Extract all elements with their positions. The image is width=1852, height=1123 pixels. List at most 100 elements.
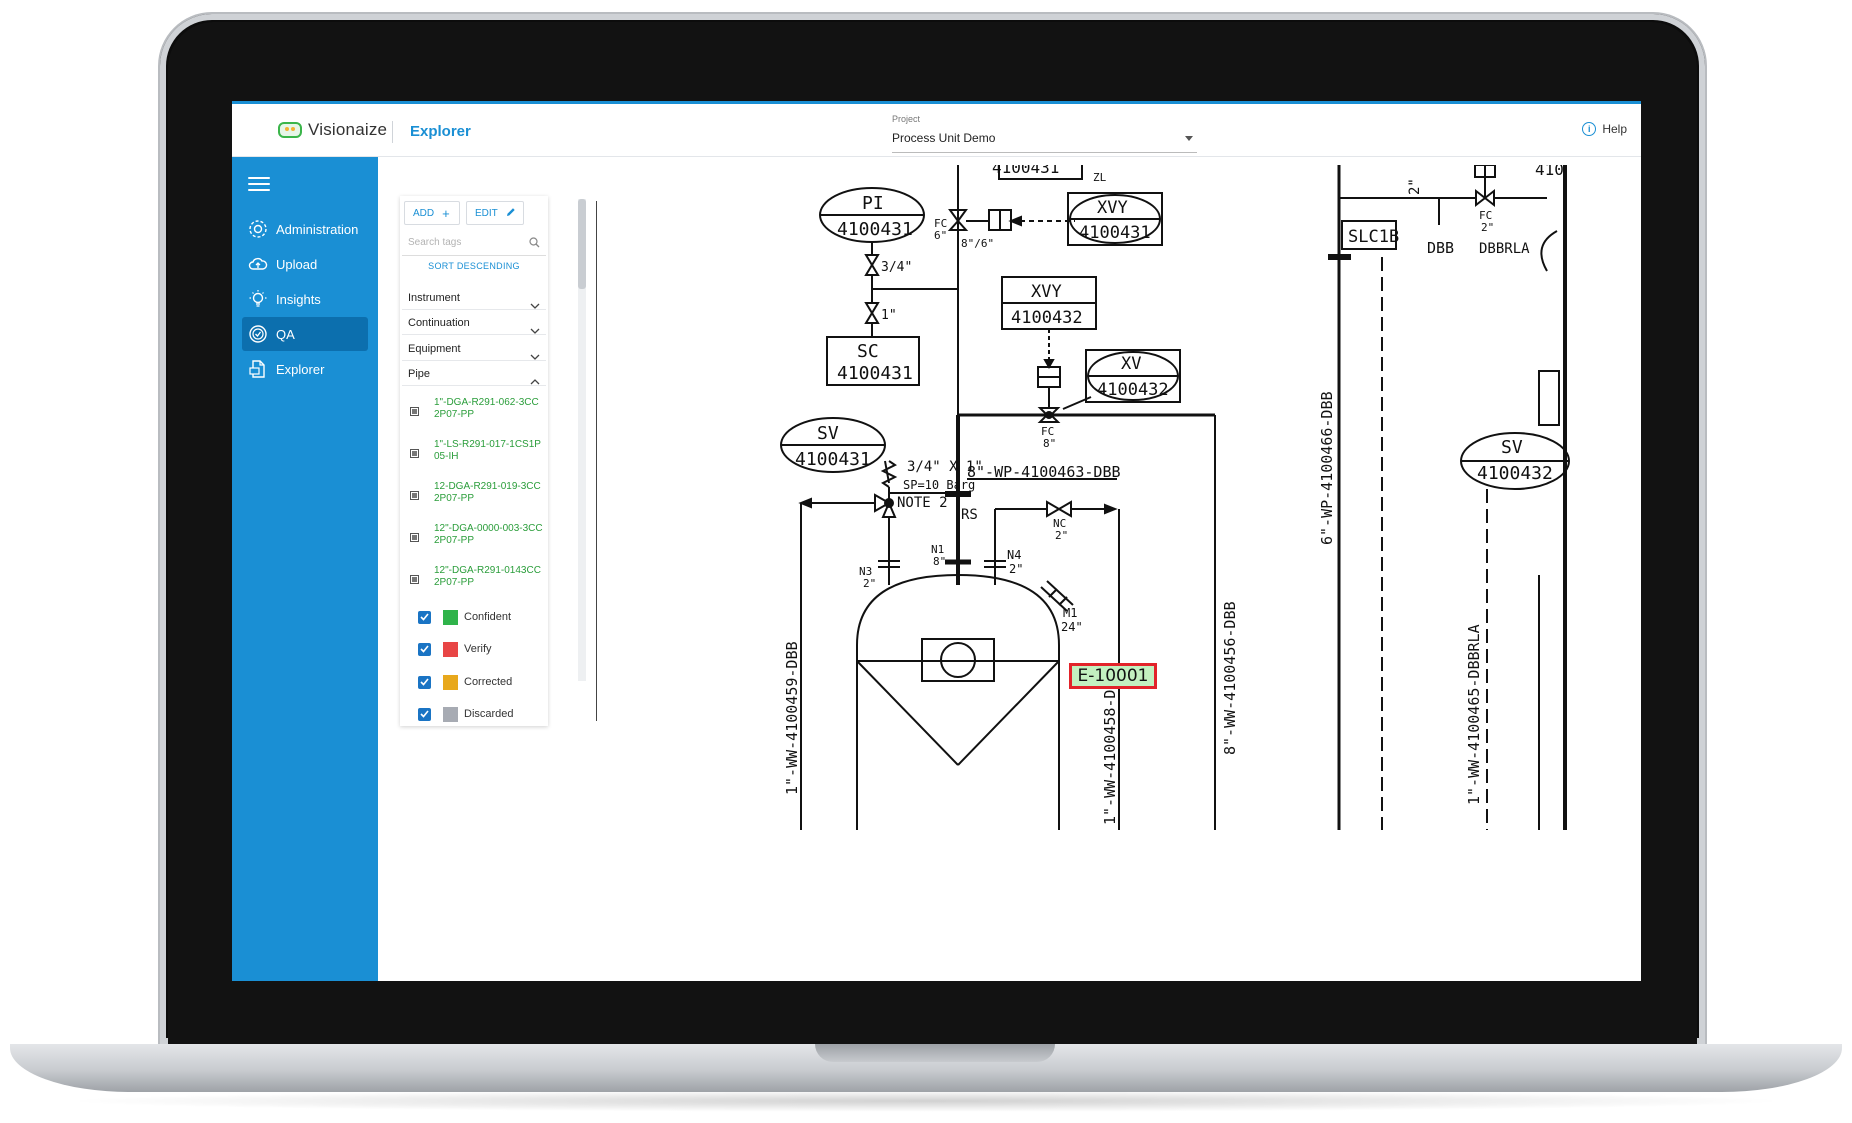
legend-label: Corrected (464, 676, 513, 688)
diagram-label: N4 (1007, 548, 1021, 562)
diagram-label: NC (1053, 517, 1066, 530)
diagram-label: 2" (1481, 221, 1494, 234)
pipe-tag-label: 1"-LS-R291-017-1CS1P05-IH (434, 439, 541, 462)
pipe-tag-icon (410, 449, 419, 458)
checkbox-confident[interactable] (418, 610, 431, 624)
diagram-label: 3/4" (881, 260, 912, 275)
diagram-label: M1 (1063, 606, 1077, 620)
sidebar-item-insights[interactable]: Insights (242, 282, 368, 316)
search-field (402, 233, 546, 256)
list-item[interactable]: 12-DGA-R291-019-3CC2P07-PP (402, 481, 546, 515)
pid-drawing: 4100431 ZL 410 PI 4100431 FC 6" 8"/6" XV… (780, 165, 1570, 830)
checkbox-verify[interactable] (418, 642, 431, 656)
menu-icon[interactable] (248, 177, 270, 193)
category-continuation[interactable]: Continuation (402, 311, 546, 335)
instrument-tag-label: SLC1B (1348, 227, 1399, 247)
sidebar-item-upload[interactable]: Upload (242, 247, 368, 281)
diagram-label: DBBRLA (1479, 241, 1530, 257)
sidebar-item-label: Insights (276, 291, 321, 307)
pipe-tag-label: 12-DGA-R291-019-3CC2P07-PP (434, 481, 541, 504)
legend-confident: Confident (418, 607, 511, 627)
app-logo[interactable]: Visionaize (278, 120, 387, 140)
lightbulb-icon (247, 288, 269, 310)
diagram-label: 2" (1055, 529, 1068, 542)
diagram-label: 8" (1043, 437, 1056, 450)
diagram-label: DBB (1427, 239, 1454, 257)
category-equipment[interactable]: Equipment (402, 337, 546, 361)
legend-label: Discarded (464, 708, 514, 720)
document-icon (247, 358, 269, 380)
equipment-tag-highlight[interactable]: E-10001 (1069, 663, 1157, 689)
help-button[interactable]: i Help (1582, 122, 1627, 136)
add-button[interactable]: ADD + (404, 201, 460, 225)
list-item[interactable]: 12"-DGA-R291-0143CC2P07-PP (402, 565, 546, 599)
tag-panel-scrollbar[interactable] (578, 199, 586, 681)
cloud-upload-icon (247, 253, 269, 275)
list-item[interactable]: 1"-LS-R291-017-1CS1P05-IH (402, 439, 546, 473)
help-label: Help (1602, 122, 1627, 136)
category-pipe[interactable]: Pipe (402, 362, 546, 386)
legend-verify: Verify (418, 639, 492, 659)
diagram-label: 2" (1407, 178, 1423, 195)
search-icon[interactable] (529, 237, 540, 251)
list-item[interactable]: 12"-DGA-0000-003-3CC2P07-PP (402, 523, 546, 557)
diagram-label: 3/4" X 1" (907, 459, 983, 475)
diagram-label: 6" (934, 229, 947, 242)
logo-icon (278, 122, 302, 138)
sidebar-item-administration[interactable]: Administration (242, 212, 368, 246)
list-item[interactable]: 1"-DGA-R291-062-3CC2P07-PP (402, 397, 546, 431)
legend-swatch (443, 609, 458, 625)
sidebar-item-explorer[interactable]: Explorer (242, 352, 368, 386)
pipe-tag-label: 1"-DGA-R291-062-3CC2P07-PP (434, 397, 539, 420)
pipe-tag-icon (410, 407, 419, 416)
caret-down-icon (1185, 136, 1193, 141)
scrollbar-thumb[interactable] (578, 199, 586, 289)
chevron-up-icon (530, 370, 540, 394)
checkbox-corrected[interactable] (418, 675, 431, 689)
pid-diagram-canvas[interactable]: 4100431 ZL 410 PI 4100431 FC 6" 8"/6" XV… (627, 165, 1627, 830)
chevron-down-icon (530, 345, 540, 369)
sidebar-item-label: Administration (276, 221, 359, 237)
pipe-line-label: 1"-WW-4100458-DBB (1101, 671, 1119, 825)
legend-label: Confident (464, 611, 512, 623)
chevron-down-icon (530, 319, 540, 343)
instrument-tag-label: XV (1121, 354, 1141, 374)
legend-swatch (443, 706, 458, 722)
diagram-label: 410 (1535, 165, 1564, 179)
sort-descending-button[interactable]: SORT DESCENDING (428, 261, 520, 271)
tag-panel (400, 196, 548, 726)
pencil-icon (506, 207, 516, 220)
app-screen: Visionaize Explorer Project Process Unit… (232, 101, 1641, 981)
diagram-label: 2" (1009, 562, 1023, 576)
instrument-tag-label: SC (857, 341, 879, 362)
badge-check-icon (247, 323, 269, 345)
legend-swatch (443, 641, 458, 657)
app-header: Visionaize Explorer Project Process Unit… (232, 101, 1641, 157)
pipe-tag-icon (410, 533, 419, 542)
legend-corrected: Corrected (418, 672, 512, 692)
pipe-tag-icon (410, 575, 419, 584)
edit-button[interactable]: EDIT (466, 201, 524, 225)
sidebar-item-label: QA (276, 326, 295, 342)
category-instrument[interactable]: Instrument (402, 286, 546, 310)
pipe-line-label: 6"-WP-4100466-DBB (1318, 391, 1336, 545)
diagram-label: N3 (859, 565, 872, 578)
category-label: Pipe (408, 368, 431, 380)
diagram-label: ZL (1093, 171, 1107, 184)
header-divider (392, 121, 393, 143)
sidebar-item-qa[interactable]: QA (242, 317, 368, 351)
instrument-tag-number: 4100431 (795, 449, 871, 470)
chevron-down-icon (530, 294, 540, 318)
checkbox-discarded[interactable] (418, 707, 431, 721)
pipe-line-label: 1"-WW-4100465-DBBRLA (1465, 624, 1483, 805)
project-select[interactable]: Process Unit Demo (892, 128, 1197, 153)
diagram-label: N1 (931, 543, 944, 556)
search-input[interactable] (406, 236, 528, 249)
pipe-line-label: 8"-WP-4100463-DBB (967, 463, 1121, 481)
project-label: Project (892, 114, 921, 124)
diagram-label: 4100431 (992, 165, 1059, 177)
pipe-tag-label: 12"-DGA-R291-0143CC2P07-PP (434, 565, 541, 588)
panel-divider (596, 201, 597, 721)
pipe-tag-icon (410, 491, 419, 500)
page-title: Explorer (410, 123, 471, 140)
